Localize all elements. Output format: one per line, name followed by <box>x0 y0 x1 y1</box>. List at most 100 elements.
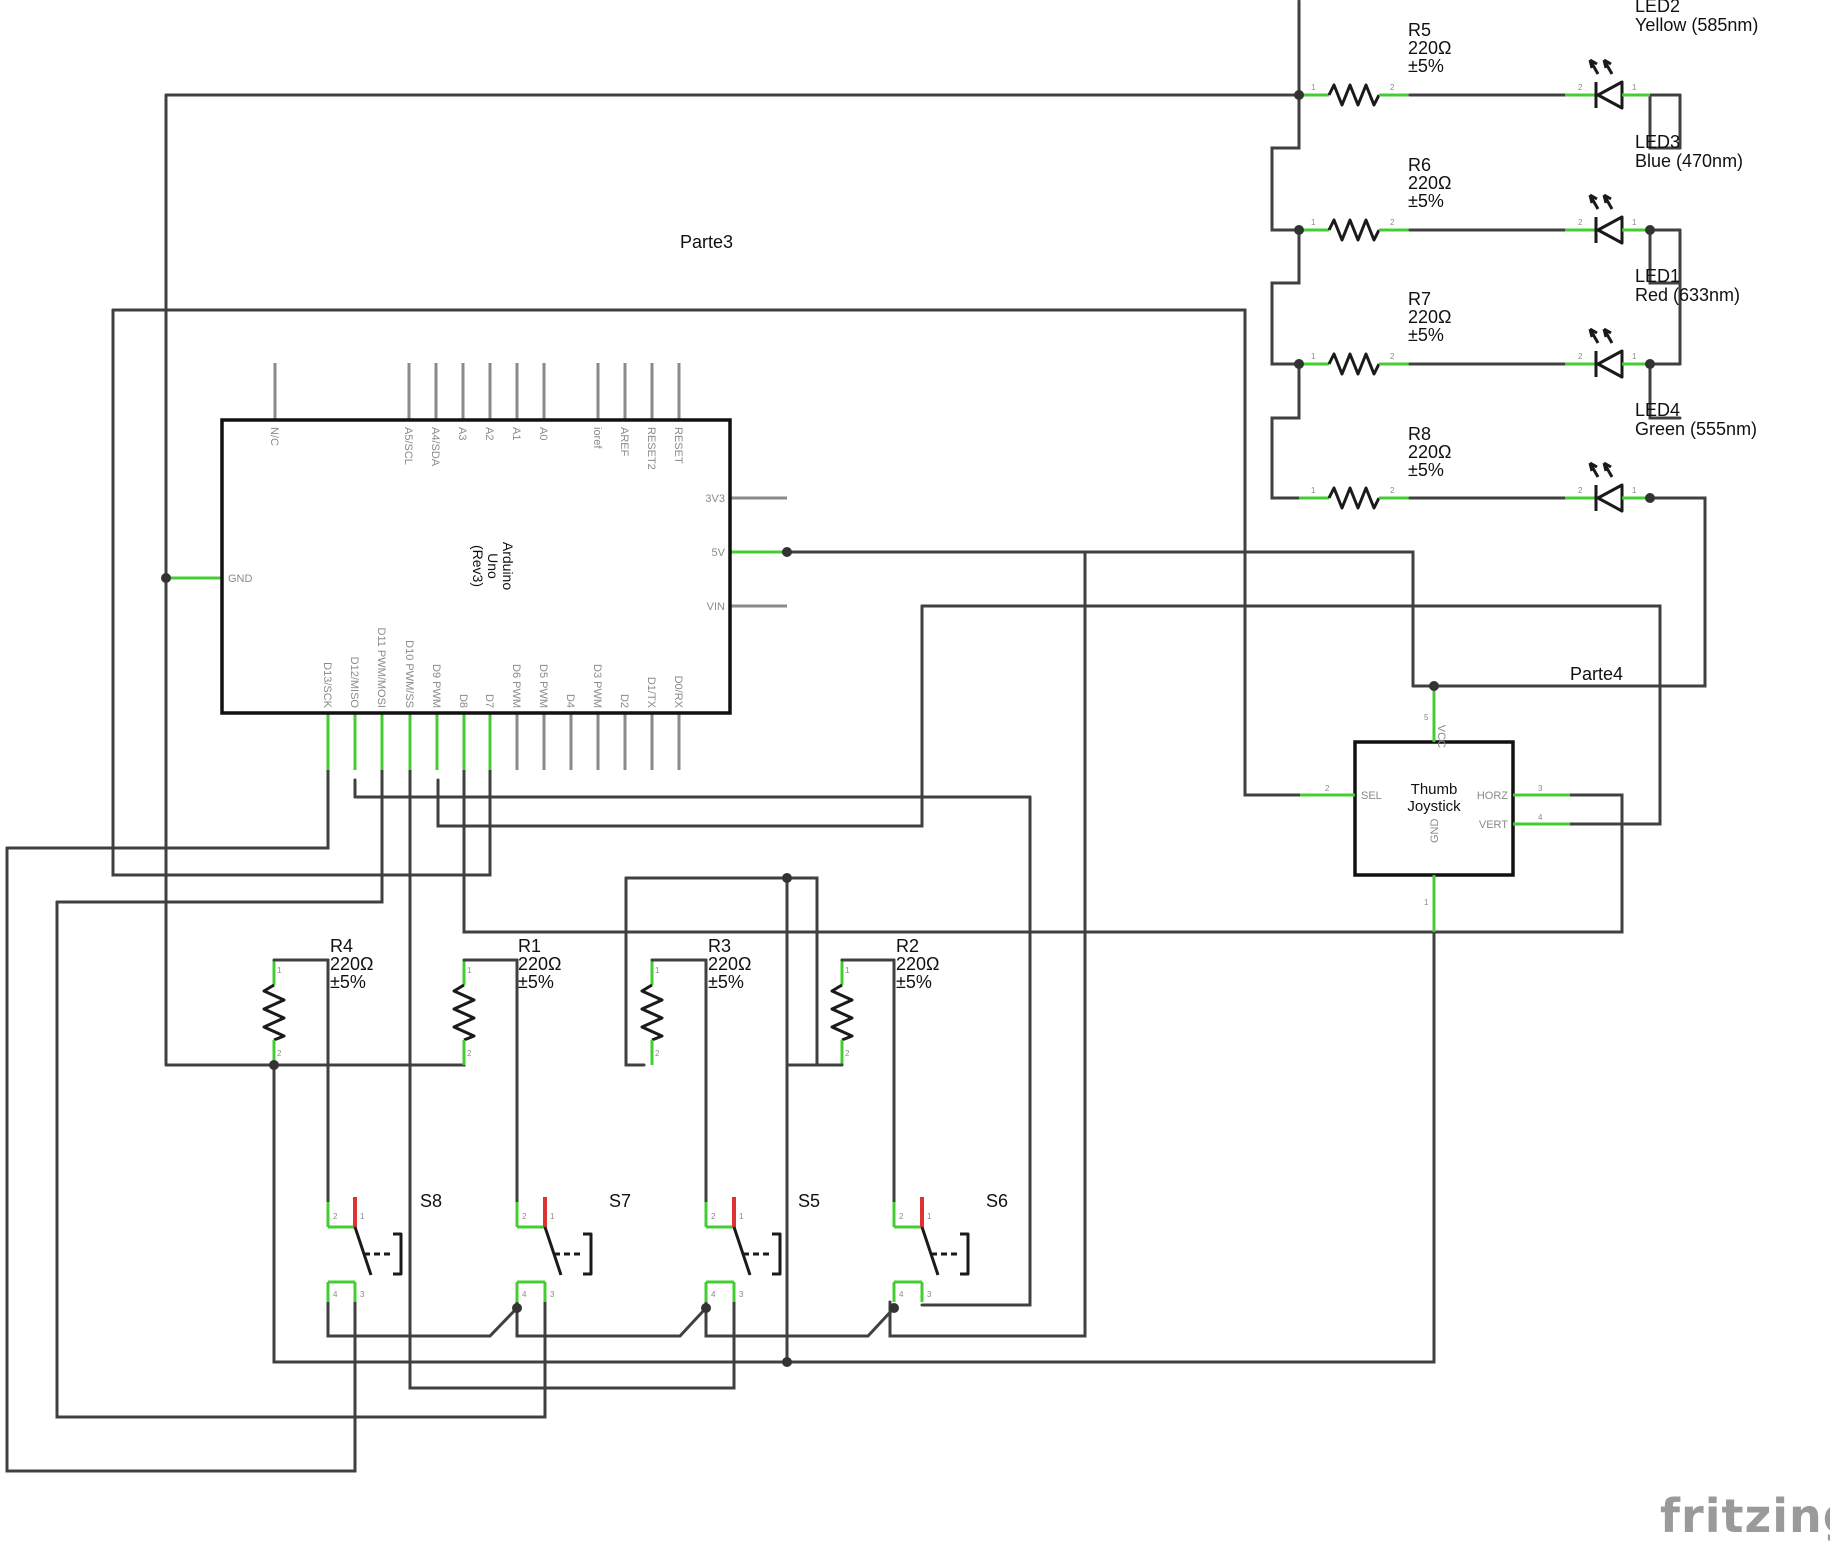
pin-number: 2 <box>1578 352 1583 361</box>
pin-number: 2 <box>1578 83 1583 92</box>
arduino-body <box>220 418 732 715</box>
pin-number: 2 <box>1325 784 1330 793</box>
led-resistor-link-wires <box>1408 93 1567 500</box>
led-led2: 2 1 LED2 Yellow (585nm) <box>1565 0 1758 110</box>
pin-number: 4 <box>899 1290 904 1299</box>
pin-number: 3 <box>927 1290 932 1299</box>
arduino-pin-bottom: D13/SCK <box>321 662 333 709</box>
pin-number: 2 <box>845 1049 850 1058</box>
resistor-id: R6 <box>1408 155 1431 175</box>
switch-s8: 2 1 4 3 S8 <box>326 1191 442 1302</box>
arduino-pin-top: A3 <box>456 427 468 440</box>
arduino-right-pin-stubs <box>730 496 787 608</box>
pin-number: 1 <box>1311 218 1316 227</box>
pin-number: 2 <box>467 1049 472 1058</box>
led-description: Yellow (585nm) <box>1635 15 1758 35</box>
pin-number: 3 <box>739 1290 744 1299</box>
switch-s5: 2 1 4 3 S5 <box>704 1191 820 1302</box>
arduino-pin-right: 5V <box>712 547 726 559</box>
arduino-pin-top: N/C <box>268 427 280 446</box>
switch-id: S7 <box>609 1191 631 1211</box>
arduino-pin-bottom: D7 <box>483 694 495 708</box>
pin-number: 1 <box>277 966 282 975</box>
arduino-pin-top: A2 <box>483 427 495 440</box>
arduino-pin-top: RESET2 <box>645 427 657 470</box>
arduino-uno: Arduino Uno (Rev3) GND N/C A5/SCL A4/SDA… <box>166 363 787 770</box>
joystick-pin-sel: SEL <box>1361 790 1382 802</box>
led-id: LED1 <box>1635 266 1680 286</box>
pin-number: 1 <box>1424 898 1429 907</box>
resistor-r1: 1 2 R1 220Ω ±5% <box>452 936 562 1065</box>
switch-s6: 2 1 4 3 S6 <box>892 1191 1008 1302</box>
arduino-pin-right: 3V3 <box>705 493 725 505</box>
joystick-pin-horz: HORZ <box>1477 790 1508 802</box>
resistor-id: R7 <box>1408 289 1431 309</box>
switch-id: S5 <box>798 1191 820 1211</box>
switch-id: S6 <box>986 1191 1008 1211</box>
arduino-bottom-pin-labels: D13/SCK D12/MISO D11 PWM/MOSI D10 PWM/SS… <box>321 628 684 709</box>
resistor-value: 220Ω <box>896 954 940 974</box>
resistor-r5: 1 2 R5 220Ω ±5% <box>1299 20 1452 107</box>
pin-number: 4 <box>522 1290 527 1299</box>
led-led4: 2 1 LED4 Green (555nm) <box>1565 400 1757 513</box>
arduino-pin-gnd: GND <box>228 573 253 585</box>
arduino-pin-bottom: D0/RX <box>672 676 684 709</box>
resistor-value: 220Ω <box>1408 442 1452 462</box>
pin-number: 4 <box>711 1290 716 1299</box>
arduino-pin-top: A1 <box>510 427 522 440</box>
net-label-parte4: Parte4 <box>1570 664 1623 684</box>
pin-number: 1 <box>655 966 660 975</box>
wires <box>5 0 1707 1473</box>
pin-number: 2 <box>1390 352 1395 361</box>
arduino-pin-top: AREF <box>618 427 630 457</box>
joystick-name-line1: Thumb <box>1411 781 1458 798</box>
arduino-name: Arduino Uno (Rev3) <box>470 542 516 590</box>
arduino-pin-bottom: D8 <box>457 694 469 708</box>
pin-number: 2 <box>1578 486 1583 495</box>
pin-number: 2 <box>1390 486 1395 495</box>
net-label-parte3: Parte3 <box>680 232 733 252</box>
pin-number: 3 <box>1538 784 1543 793</box>
resistor-id: R3 <box>708 936 731 956</box>
resistor-id: R5 <box>1408 20 1431 40</box>
pin-number: 1 <box>739 1212 744 1221</box>
joystick-pin-vert: VERT <box>1479 819 1508 831</box>
arduino-top-pin-labels: N/C A5/SCL A4/SDA A3 A2 A1 A0 ioref AREF… <box>268 427 684 470</box>
resistor-value: 220Ω <box>1408 38 1452 58</box>
switch-s7: 2 1 4 3 S7 <box>515 1191 631 1302</box>
arduino-pin-bottom: D9 PWM <box>430 664 442 708</box>
arduino-pin-bottom: D1/TX <box>645 677 657 709</box>
pin-number: 2 <box>899 1212 904 1221</box>
pin-number: 1 <box>1632 218 1637 227</box>
resistor-r6: 1 2 R6 220Ω ±5% <box>1299 155 1452 242</box>
arduino-pin-bottom: D12/MISO <box>348 657 360 709</box>
joystick-pin-vcc: VCC <box>1435 725 1447 748</box>
joystick-pin-gnd: GND <box>1429 819 1441 844</box>
junction-dots <box>161 90 1655 1367</box>
resistor-id: R8 <box>1408 424 1431 444</box>
arduino-pin-top: ioref <box>591 427 603 449</box>
pin-number: 1 <box>1632 83 1637 92</box>
pin-number: 3 <box>550 1290 555 1299</box>
pin-number: 1 <box>927 1212 932 1221</box>
resistor-tolerance: ±5% <box>708 972 744 992</box>
arduino-top-pin-stubs <box>273 363 681 420</box>
pin-number: 1 <box>1632 486 1637 495</box>
pin-number: 2 <box>655 1049 660 1058</box>
resistor-r8: 1 2 R8 220Ω ±5% <box>1299 424 1452 510</box>
switch-id: S8 <box>420 1191 442 1211</box>
led-id: LED2 <box>1635 0 1680 16</box>
thumb-joystick: Thumb Joystick VCC SEL HORZ VERT GND 5 2… <box>1300 686 1570 932</box>
resistor-value: 220Ω <box>1408 173 1452 193</box>
pin-number: 2 <box>711 1212 716 1221</box>
led-description: Blue (470nm) <box>1635 151 1743 171</box>
pin-number: 1 <box>1311 486 1316 495</box>
pin-number: 1 <box>1632 352 1637 361</box>
arduino-pin-bottom: D10 PWM/SS <box>403 640 415 708</box>
arduino-right-pin-labels: 3V3 5V VIN <box>705 493 725 613</box>
arduino-pin-bottom: D6 PWM <box>510 664 522 708</box>
arduino-pin-bottom: D11 PWM/MOSI <box>375 628 387 708</box>
arduino-pin-top: RESET <box>672 427 684 464</box>
arduino-pin-bottom: D3 PWM <box>591 664 603 708</box>
